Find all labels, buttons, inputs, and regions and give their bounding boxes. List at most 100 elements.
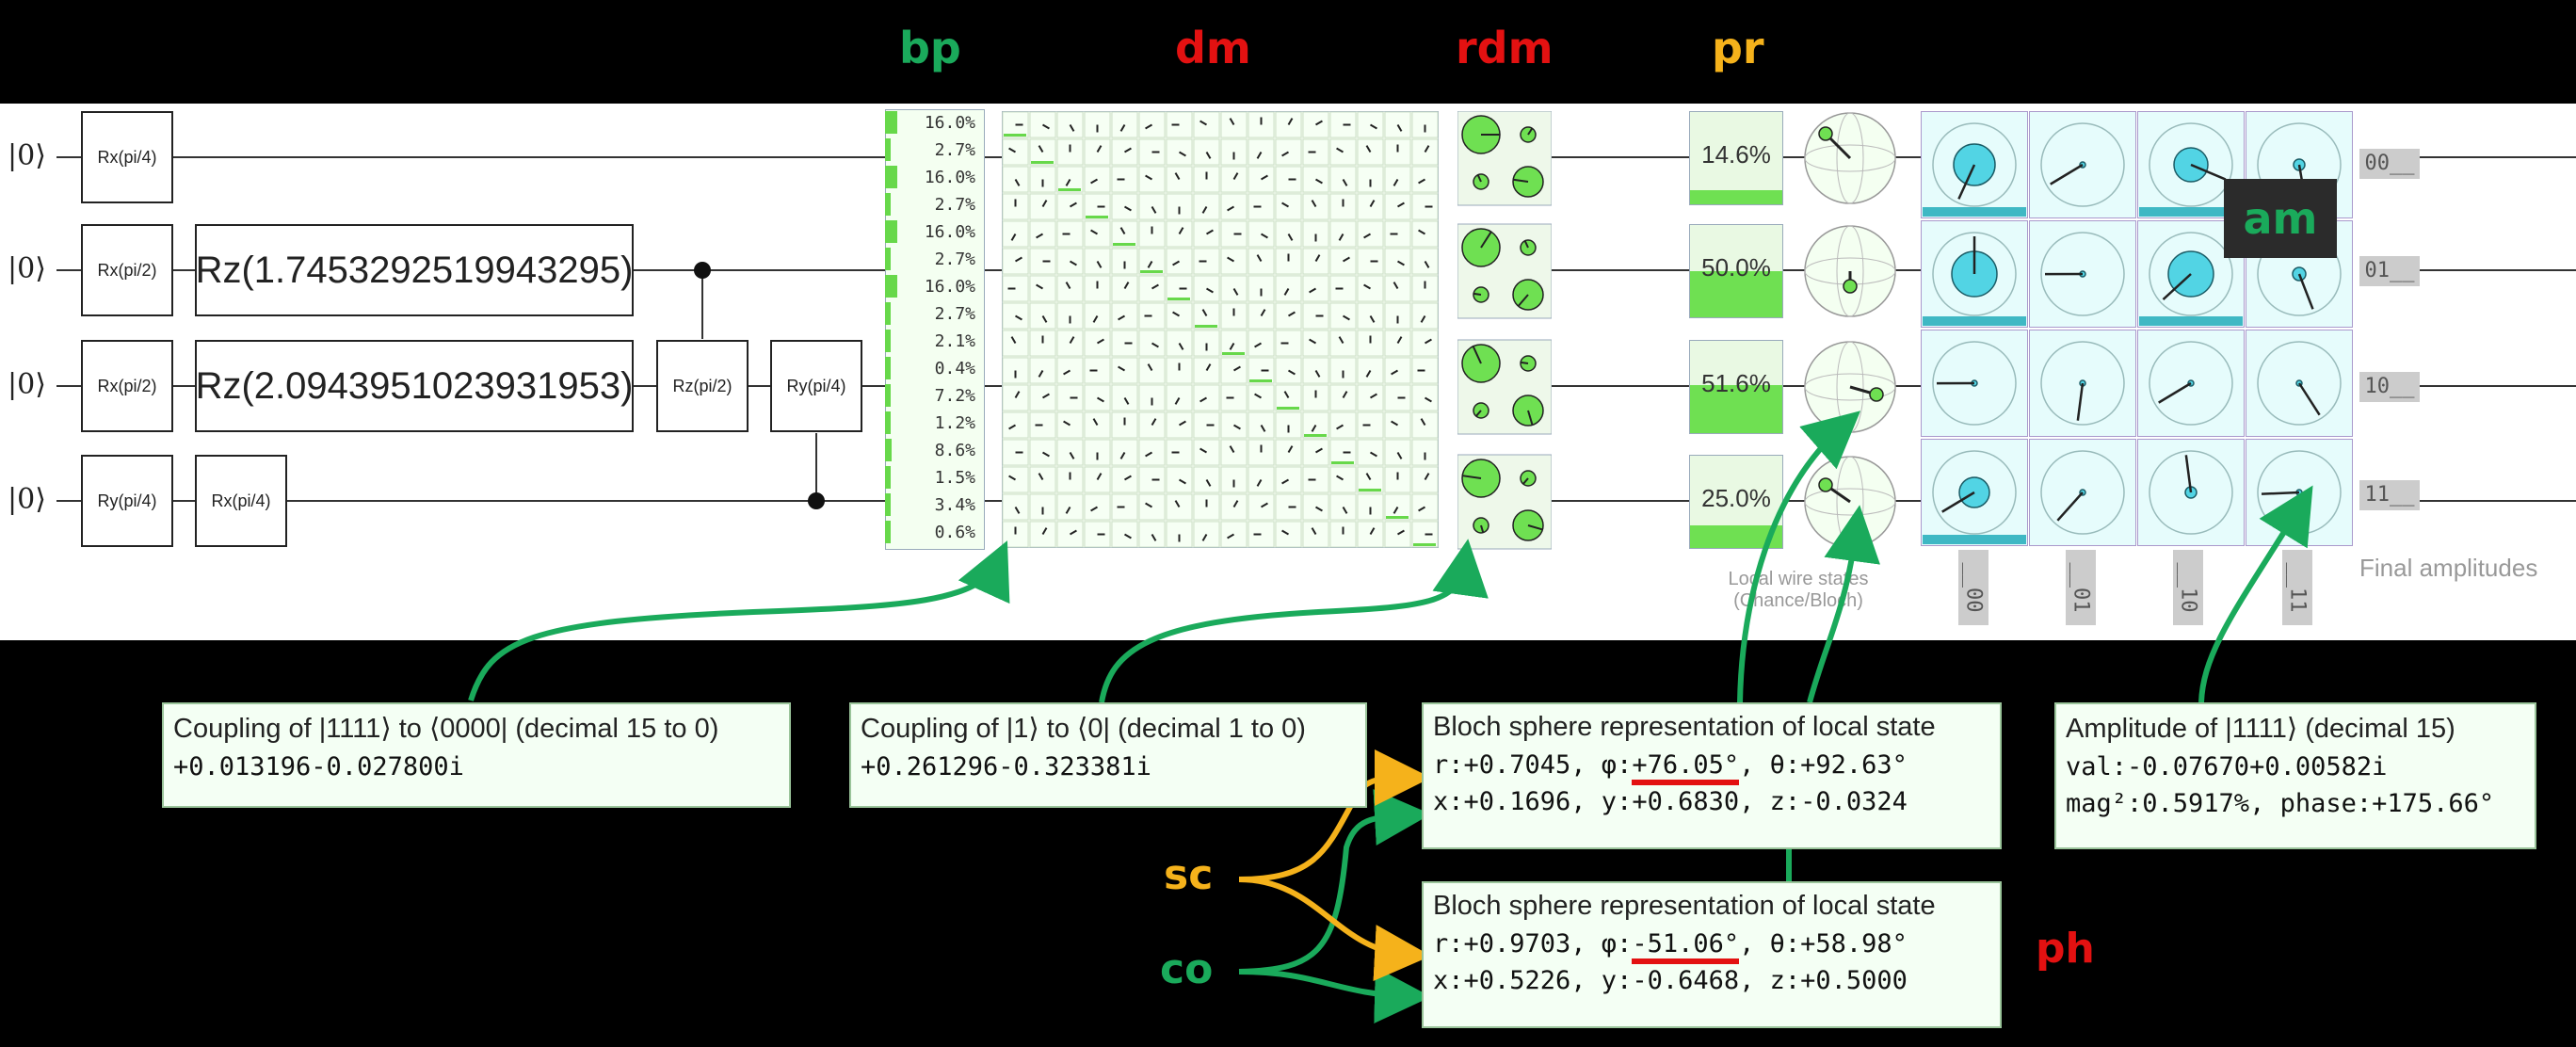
wire-0-ket: |0⟩ [8,139,46,172]
bp-row[interactable]: 0.4% [885,357,983,379]
amplitude-ring [2149,341,2233,426]
dm-vector [1123,396,1130,405]
bp-row[interactable]: 2.7% [885,193,983,216]
bp-row[interactable]: 16.0% [885,111,983,134]
bp-row[interactable]: 2.7% [885,138,983,161]
bp-bar [885,111,897,134]
gate-controlled-ry[interactable]: Ry(pi/4) [770,340,862,432]
dm-vector [1201,309,1208,316]
am-label-badge: am [2224,179,2337,258]
amplitude-phase [2076,382,2085,421]
gate-rx-wire0[interactable]: Rx(pi/4) [81,111,173,203]
pr-box-wire2[interactable]: 51.6% [1689,340,1783,434]
pr-box-wire3[interactable]: 25.0% [1689,455,1783,549]
amplitude-phase [2190,163,2227,181]
dm-vector [1036,233,1043,239]
gate-rx-wire3[interactable]: Rx(pi/4) [195,455,287,547]
gate-controlled-rz[interactable]: Rz(pi/2) [656,340,749,432]
dm-vector [1145,174,1152,181]
bp-row[interactable]: 8.6% [885,439,983,461]
dm-vector [1096,261,1103,268]
dm-vector [1369,200,1376,208]
dm-vector [1090,506,1099,512]
bp-row[interactable]: 2.1% [885,330,983,352]
dm-vector [1287,311,1296,317]
bp-row[interactable]: 1.2% [885,411,983,434]
dm-diagonal-bar [1140,270,1163,273]
dm-vector [1232,500,1239,508]
amplitude-phase [1941,491,1975,513]
rdm-phase [1513,178,1529,183]
bp-row[interactable]: 2.7% [885,248,983,270]
bloch-point [1818,477,1833,492]
am-col-label-01: __01 [2066,550,2096,625]
dm-cell [1002,111,1029,138]
gate-rz-wire2[interactable]: Rz(2.0943951023931953) [195,340,634,432]
bp-panel [885,109,985,550]
rdm-phase [1522,477,1529,485]
dm-vector [1151,342,1159,348]
dm-vector [1233,365,1241,372]
bp-row[interactable]: 0.6% [885,521,983,543]
dm-vector [1393,506,1399,514]
am-col-label-10: __10 [2173,550,2203,625]
dm-vector [1069,124,1075,132]
bp-row[interactable]: 1.5% [885,466,983,489]
bp-row[interactable]: 7.2% [885,384,983,407]
rdm-label: rdm [1456,23,1554,73]
dm-vector [1151,533,1157,541]
bp-row[interactable]: 16.0% [885,275,983,298]
am-row-label-10: 10__ [2359,372,2420,402]
dm-vector [1233,424,1241,430]
dm-vector [1124,147,1132,153]
reduced-density-matrix-column[interactable] [1457,111,1552,550]
dm-diagonal-bar [1004,134,1026,137]
dm-vector [1041,200,1048,208]
bp-row[interactable]: 3.4% [885,493,983,516]
dm-vector [1229,118,1235,126]
dm-vector [1256,152,1263,159]
bp-percent: 2.7% [934,250,975,269]
gate-ry-wire3[interactable]: Ry(pi/4) [81,455,173,547]
dm-vector [1418,229,1426,235]
dm-vector [1396,529,1405,536]
bloch-equator [1804,373,1896,401]
bp-percent: 2.1% [934,331,975,351]
amplitude-ring [2149,232,2233,316]
bp-bar [885,411,891,434]
pr-box-wire0[interactable]: 14.6% [1689,111,1783,205]
dm-vector [1199,120,1207,126]
amplitude-ring [1932,341,2017,426]
dm-vector [1145,502,1152,508]
dm-vector [1174,172,1181,181]
gate-rx-wire1[interactable]: Rx(pi/2) [81,224,173,316]
dm-vector [1314,178,1323,185]
bp-percent: 2.7% [934,140,975,160]
dm-cell [1275,493,1302,521]
dm-diagonal-bar [1304,434,1327,437]
dm-vector [1065,178,1071,186]
density-matrix-grid[interactable] [1002,111,1439,548]
gate-rz-wire1[interactable]: Rz(1.7453292519943295) [195,224,634,316]
dm-vector [1256,478,1263,487]
bp-row[interactable]: 16.0% [885,220,983,243]
rdm-phase [1517,294,1529,307]
dm-diagonal-bar [1413,543,1436,546]
dm-diagonal-bar [1058,188,1081,191]
dm-vector [1338,234,1344,241]
dm-vector [1092,315,1099,323]
dm-diagonal-bar [1113,243,1135,246]
dm-cell [1329,466,1357,493]
pr-box-wire1[interactable]: 50.0% [1689,224,1783,318]
bloch-point [1818,126,1833,141]
bp-bar [885,521,891,543]
am-row-label-11: 11__ [2359,480,2420,510]
dm-vector [1342,506,1348,514]
dm-diagonal-bar [1331,461,1354,464]
rdm-phase [1527,127,1534,136]
bp-row[interactable]: 2.7% [885,302,983,325]
dm-cell [1220,493,1248,521]
bp-row[interactable]: 16.0% [885,166,983,188]
bloch-meridian [1836,112,1864,204]
gate-rx-wire2[interactable]: Rx(pi/2) [81,340,173,432]
